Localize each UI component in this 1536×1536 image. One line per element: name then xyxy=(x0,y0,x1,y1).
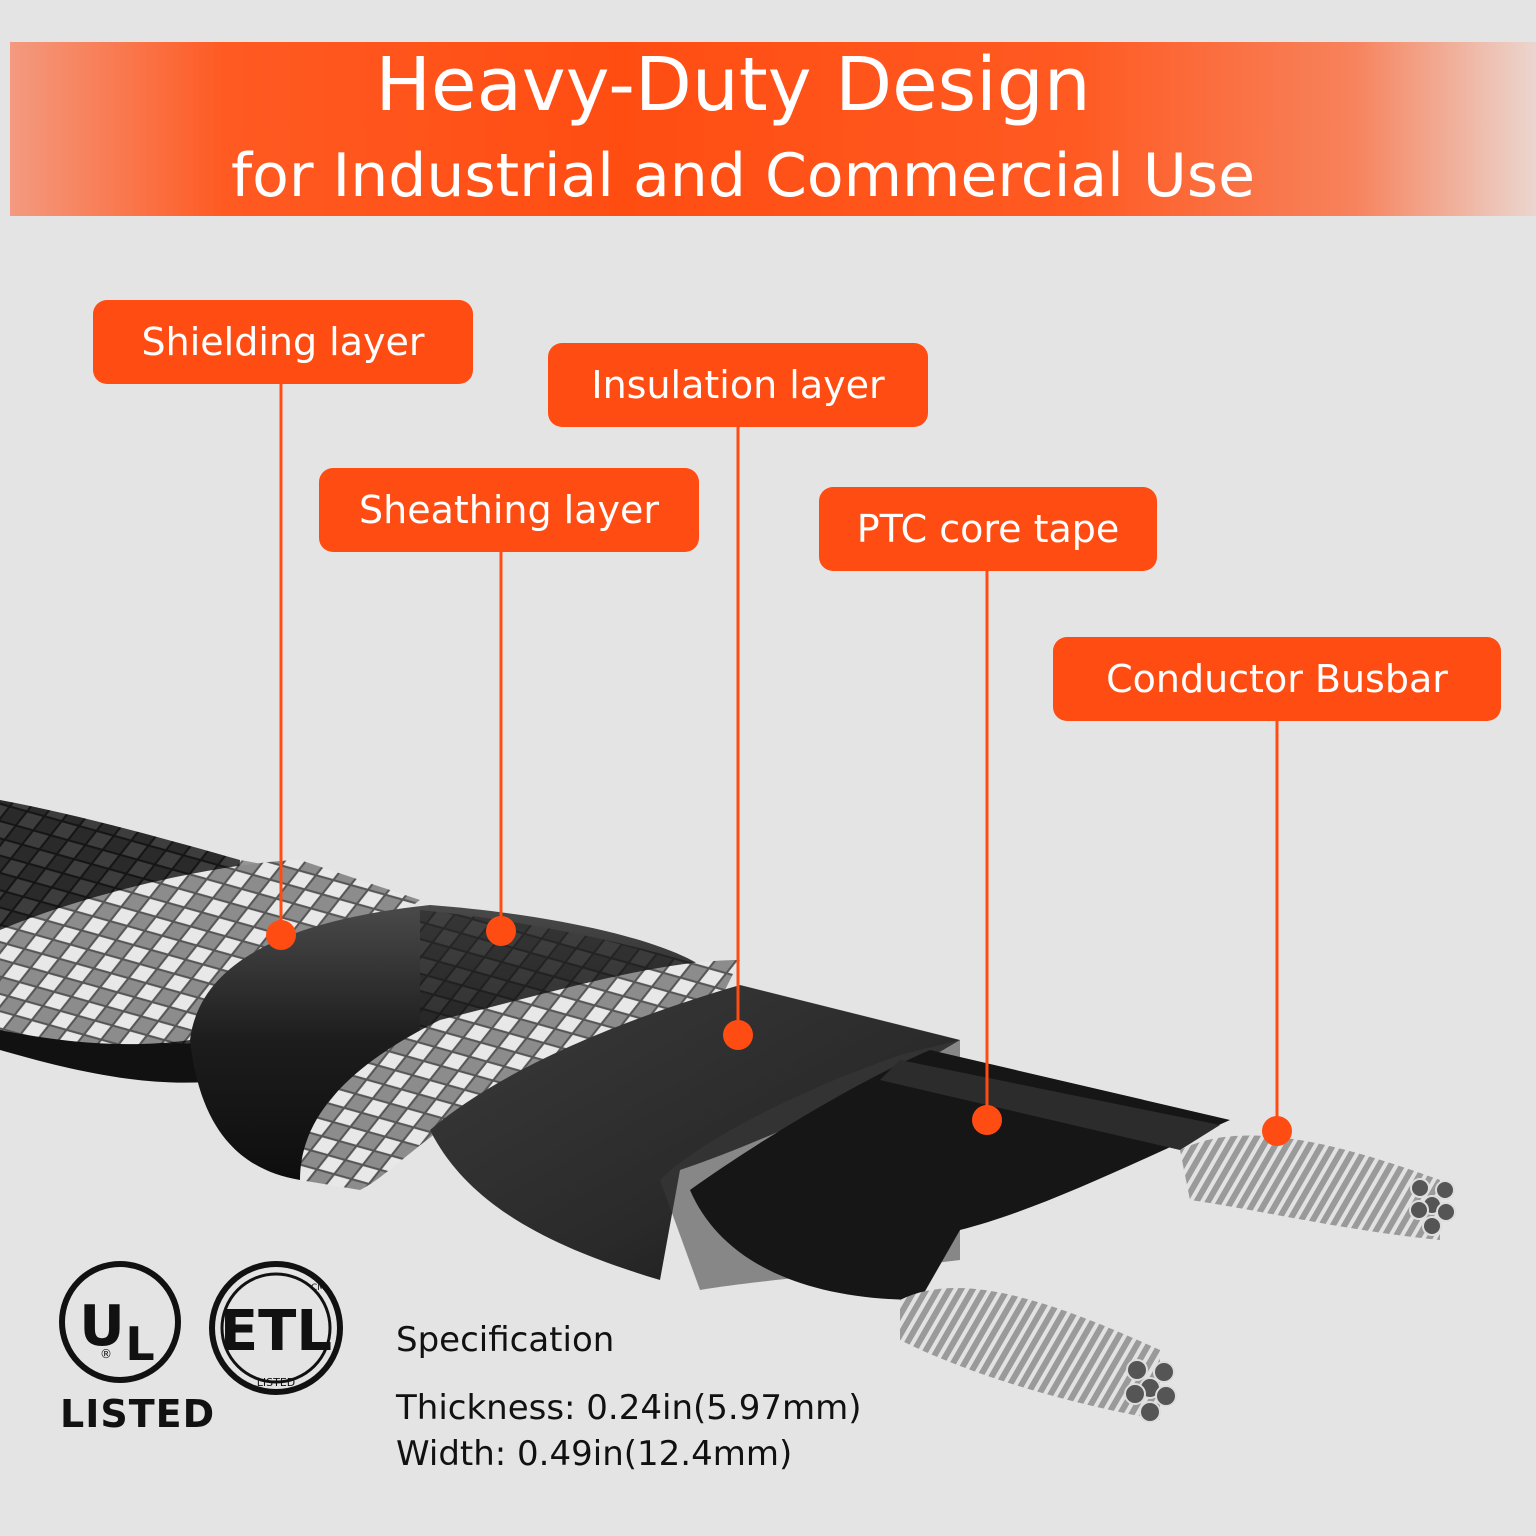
spec-title: Specification xyxy=(396,1320,615,1360)
title-banner xyxy=(10,42,1536,216)
busbar-right xyxy=(1180,1135,1456,1240)
spec-width: Width: 0.49in(12.4mm) xyxy=(396,1434,793,1474)
callout-sheathing-layer: Sheathing layer xyxy=(319,468,699,552)
ul-listed-label: LISTED xyxy=(60,1392,216,1436)
callout-shielding-layer: Shielding layer xyxy=(93,300,473,384)
busbar-left xyxy=(900,1288,1177,1423)
svg-text:ETL: ETL xyxy=(220,1299,332,1364)
svg-text:U: U xyxy=(79,1294,124,1359)
svg-text:®: ® xyxy=(100,1347,112,1361)
etl-logo: ETL LISTED CM xyxy=(209,1261,343,1395)
svg-text:L: L xyxy=(125,1317,154,1371)
ptc-core xyxy=(690,1050,1230,1300)
ul-logo: U L ® xyxy=(59,1261,181,1383)
callout-insulation-layer: Insulation layer xyxy=(548,343,928,427)
callout-ptc-core-tape: PTC core tape xyxy=(819,487,1157,571)
callout-conductor-busbar: Conductor Busbar xyxy=(1053,637,1501,721)
leader-lines xyxy=(279,384,1279,1131)
svg-text:CM: CM xyxy=(311,1283,325,1293)
leader-dots xyxy=(266,916,1292,1146)
svg-text:LISTED: LISTED xyxy=(257,1376,296,1389)
banner-title: Heavy-Duty Design xyxy=(375,42,1091,128)
banner-subtitle: for Industrial and Commercial Use xyxy=(230,141,1255,211)
spec-thickness: Thickness: 0.24in(5.97mm) xyxy=(396,1388,862,1428)
